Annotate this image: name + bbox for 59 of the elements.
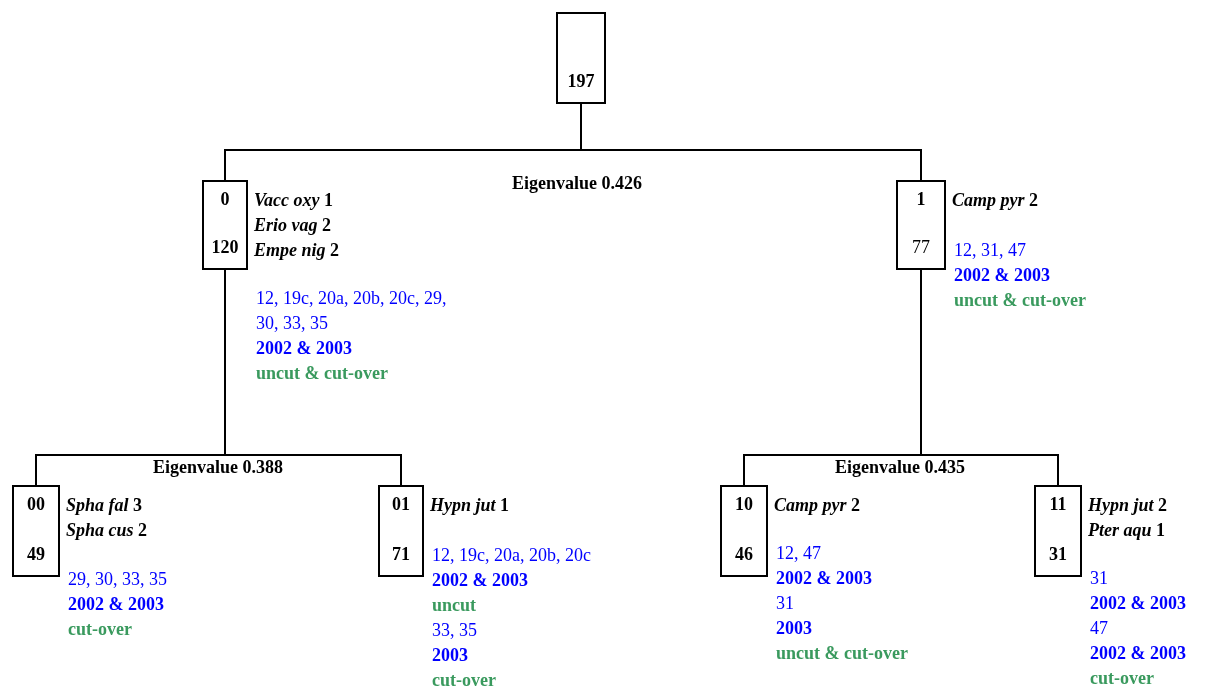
treatment-label: uncut & cut-over [256,362,388,385]
eigenvalue-label: Eigenvalue 0.435 [835,456,965,478]
species-label: Hypn jut 1 [430,494,509,517]
species-label: Pter aqu 1 [1088,519,1165,542]
year-label: 2003 [432,644,468,667]
cluster-number: 71 [392,543,410,565]
cluster-box [896,180,946,270]
cluster-number: 11 [1049,493,1067,515]
cluster-number: 01 [392,493,410,515]
species-label: Empe nig 2 [254,239,339,262]
year-label: 2003 [776,617,812,640]
year-label: 2002 & 2003 [256,337,352,360]
species-label: Camp pyr 2 [774,494,860,517]
cluster-number: 31 [1049,543,1067,565]
site-numbers: 12, 19c, 20a, 20b, 20c [432,544,591,567]
treatment-label: cut-over [68,618,132,641]
cluster-box [720,485,768,577]
year-label: 2002 & 2003 [68,593,164,616]
tree-connector [920,269,1059,486]
species-label: Vacc oxy 1 [254,189,333,212]
treatment-label: cut-over [432,669,496,686]
cluster-number: 49 [27,543,45,565]
year-label: 2002 & 2003 [776,567,872,590]
site-numbers: 47 [1090,617,1108,640]
year-label: 2002 & 2003 [432,569,528,592]
cluster-number: 197 [567,70,595,92]
species-label: Spha fal 3 [66,494,143,517]
site-numbers: 31 [776,592,794,615]
species-label: Spha cus 2 [66,519,148,542]
cluster-box [378,485,424,577]
species-label: Hypn jut 2 [1088,494,1167,517]
treatment-label: uncut & cut-over [776,642,908,665]
eigenvalue-label: Eigenvalue 0.388 [153,456,283,478]
treatment-label: uncut [432,594,476,617]
cluster-box [556,12,606,104]
site-numbers: 12, 31, 47 [954,239,1026,262]
species-label: Erio vag 2 [254,214,331,237]
eigenvalue-label: Eigenvalue 0.426 [512,172,642,194]
cluster-number: 46 [735,543,753,565]
site-numbers: 33, 35 [432,619,477,642]
site-numbers: 31 [1090,567,1108,590]
species-label: Camp pyr 2 [952,189,1038,212]
cluster-number: 120 [211,236,239,258]
cluster-number: 00 [27,493,45,515]
cluster-number: 77 [912,236,930,258]
cluster-number: 10 [735,493,753,515]
cluster-box [1034,485,1082,577]
cluster-number: 0 [220,188,230,210]
year-label: 2002 & 2003 [954,264,1050,287]
cluster-box [12,485,60,577]
site-numbers: 12, 19c, 20a, 20b, 20c, 29, 30, 33, 35 [256,287,448,335]
cluster-number: 1 [916,188,926,210]
treatment-label: uncut & cut-over [954,289,1086,312]
cluster-box [202,180,248,270]
year-label: 2002 & 2003 [1090,642,1186,665]
year-label: 2002 & 2003 [1090,592,1186,615]
site-numbers: 12, 47 [776,542,821,565]
site-numbers: 29, 30, 33, 35 [68,568,167,591]
treatment-label: cut-over [1090,667,1154,686]
